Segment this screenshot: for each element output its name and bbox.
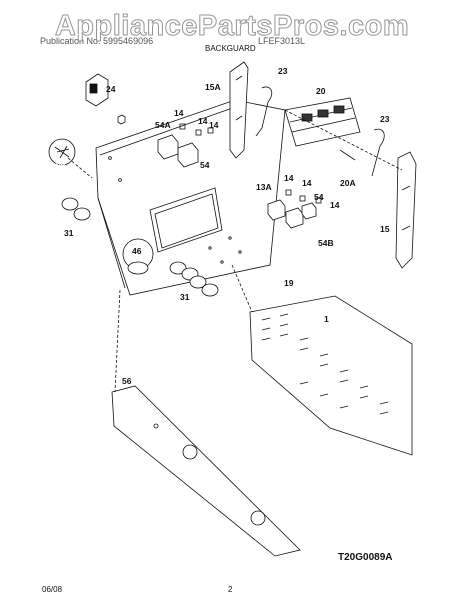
spring-clip-right (371, 128, 385, 177)
diagram-code: T20G0089A (338, 552, 393, 563)
infinite-switches-upper (157, 123, 214, 168)
label-54b-top: 54 (314, 192, 324, 202)
label-31b: 31 (180, 292, 190, 302)
label-19: 19 (284, 278, 294, 288)
control-knobs-lower (169, 261, 219, 297)
infinite-switches-lower (267, 189, 322, 229)
footer-date: 06/08 (42, 585, 63, 594)
label-31a: 31 (64, 228, 74, 238)
label-14f: 14 (330, 200, 340, 210)
label-46: 46 (132, 246, 142, 256)
label-13a: 13A (256, 182, 272, 192)
label-23b: 23 (380, 114, 390, 124)
label-1: 1 (324, 314, 329, 324)
control-board (284, 97, 361, 161)
watermark-logo: AppliancePartsPros.com (54, 10, 410, 43)
section-title: BACKGUARD (205, 44, 256, 53)
leader-lines (114, 109, 403, 393)
label-54b: 54B (318, 238, 334, 248)
control-knobs-left (61, 197, 91, 221)
label-14c: 14 (209, 120, 219, 130)
model-number: LFEF3013L (258, 36, 306, 46)
control-panel (95, 99, 286, 296)
footer-page: 2 (228, 585, 233, 594)
label-15: 15 (380, 224, 390, 234)
label-14b: 14 (198, 116, 208, 126)
screw-part (48, 138, 93, 179)
switch-part (85, 73, 126, 125)
callout-labels: 24 15A 23 20 14 54A 14 14 54 69 20A 23 1… (56, 66, 390, 386)
label-54: 54 (200, 160, 210, 170)
label-15a: 15A (205, 82, 221, 92)
label-20a: 20A (340, 178, 356, 188)
spring-clip-left (255, 86, 273, 137)
label-14e: 14 (302, 178, 312, 188)
side-bracket-right (395, 151, 417, 269)
rear-panel (249, 295, 413, 456)
label-23a: 23 (278, 66, 288, 76)
lower-back-panel (111, 385, 301, 557)
label-24: 24 (106, 84, 116, 94)
label-20: 20 (316, 86, 326, 96)
label-14a: 14 (174, 108, 184, 118)
oven-knob (122, 238, 154, 275)
side-bracket-left (229, 61, 249, 159)
label-14d: 14 (284, 173, 294, 183)
publication-number: Publication No. 5995469096 (40, 36, 154, 46)
label-69: 69 (56, 158, 66, 168)
label-56: 56 (122, 376, 132, 386)
label-54a: 54A (155, 120, 171, 130)
